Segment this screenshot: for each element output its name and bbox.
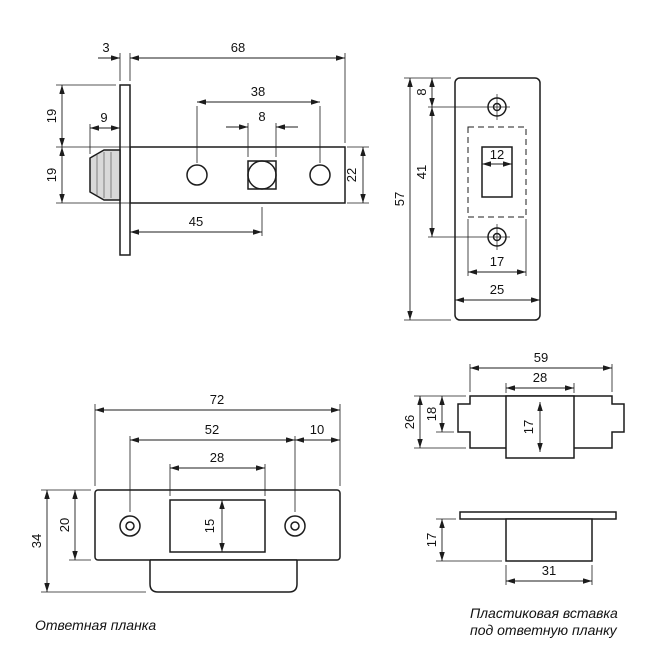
dim-bottom-offset: 19 <box>44 168 59 182</box>
dim-edge-to-hole: 8 <box>414 88 429 95</box>
dim-strike-cutout-width: 28 <box>210 450 224 465</box>
dim-plate-height: 20 <box>57 518 72 532</box>
bolt-shading <box>96 152 112 198</box>
caption-insert-line1: Пластиковая вставка <box>470 605 618 621</box>
dim-cutout-width: 12 <box>490 147 504 162</box>
dim-strike-hole-spacing: 52 <box>205 422 219 437</box>
dim-faceplate-height: 57 <box>392 192 407 206</box>
dim-top-offset: 19 <box>44 109 59 123</box>
latch-body-hidden-outline <box>467 126 527 218</box>
dim-insert-body-width: 31 <box>542 563 556 578</box>
strike-screw-hole-left-center <box>125 521 135 531</box>
dim-insert-cutout-width: 28 <box>533 370 547 385</box>
dim-hole-edge-offset: 10 <box>310 422 324 437</box>
dim-hole-spacing: 38 <box>251 84 265 99</box>
dim-faceplate-hole-spacing: 41 <box>414 165 429 179</box>
screw-hole-left <box>186 164 208 186</box>
faceplate-front-view: 12 8 41 57 17 25 <box>392 77 541 321</box>
insert-body-side <box>505 518 593 562</box>
dim-insert-cutout-height: 17 <box>521 420 536 434</box>
strike-cutout <box>169 499 266 553</box>
dim-spindle-width: 8 <box>258 109 265 124</box>
insert-flange-side <box>459 511 617 520</box>
latch-body-outline <box>129 146 346 204</box>
dim-strike-cutout-height: 15 <box>202 519 217 533</box>
dim-recess-width: 17 <box>490 254 504 269</box>
strike-plate-lip <box>149 560 298 593</box>
faceplate-outline <box>454 77 541 321</box>
latch-side-view: 3 68 38 8 9 19 19 22 45 <box>44 40 369 256</box>
dim-body-height: 22 <box>344 168 359 182</box>
caption-strike-plate: Ответная планка <box>35 617 156 633</box>
dim-insert-body-height: 17 <box>424 533 439 547</box>
dim-insert-inner-height: 18 <box>424 407 439 421</box>
strike-plate-view: 72 52 10 28 20 34 15 <box>29 392 341 593</box>
dim-body-length: 68 <box>231 40 245 55</box>
dim-strike-total-height: 34 <box>29 534 44 548</box>
faceplate-edge-outline <box>119 84 131 256</box>
dim-insert-width: 59 <box>534 350 548 365</box>
spindle-follower-circle <box>247 160 277 190</box>
screw-hole-right <box>309 164 331 186</box>
strike-screw-hole-right-center <box>290 521 300 531</box>
dim-backset: 45 <box>189 214 203 229</box>
dim-faceplate-width: 25 <box>490 282 504 297</box>
bolt-cutout <box>481 146 513 198</box>
dim-insert-total-height: 26 <box>402 415 417 429</box>
spindle-square-hole <box>247 160 277 190</box>
dim-strike-width: 72 <box>210 392 224 407</box>
latch-bolt <box>89 149 121 201</box>
dim-plate-thickness: 3 <box>102 40 109 55</box>
dim-bolt-protrusion: 9 <box>100 110 107 125</box>
caption-insert-line2: под ответную планку <box>470 622 618 638</box>
plastic-insert-view: 59 28 18 26 17 17 31 <box>402 350 625 585</box>
